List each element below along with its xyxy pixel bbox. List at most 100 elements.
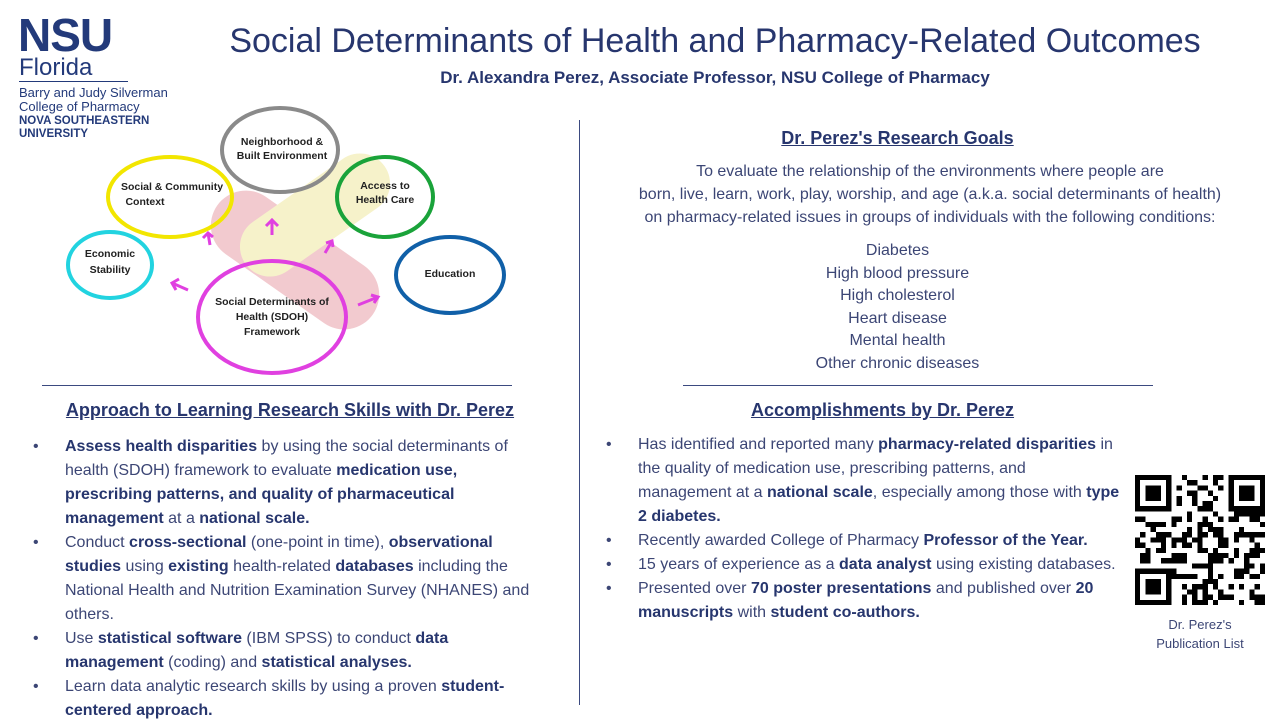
text: , especially among those with [872,484,1087,501]
approach-bullet-2: Conduct cross-sectional (one-point in ti… [33,531,533,627]
qr-module [1187,490,1193,496]
text: with [733,604,771,621]
qr-module [1259,501,1265,507]
qr-module [1181,558,1187,564]
qr-module [1166,573,1172,579]
text: by using the social determinants of heal… [65,438,508,479]
qr-module [1249,495,1255,501]
condition-item: High cholesterol [840,287,955,304]
qr-module [1249,553,1255,559]
qr-module [1254,573,1260,579]
qr-module [1181,475,1187,481]
qr-module [1239,506,1245,512]
qr-module [1197,563,1203,569]
qr-module [1239,495,1245,501]
qr-module [1218,573,1224,579]
bold-text: student co-authors. [770,604,920,621]
qr-module [1218,475,1224,481]
qr-module [1239,490,1245,496]
logo-line3: NOVA SOUTHEASTERN [19,115,150,127]
qr-module [1202,475,1208,481]
qr-module [1259,547,1265,553]
qr-module [1145,568,1151,574]
qr-module [1192,495,1198,501]
qr-module [1135,506,1141,512]
text: Learn data analytic research skills by u… [65,678,442,695]
logo-line4: UNIVERSITY [19,128,89,140]
qr-module [1249,475,1255,481]
qr-module [1218,516,1224,522]
qr-module [1228,475,1234,481]
qr-module [1150,568,1156,574]
pill-graphic [210,153,391,330]
qr-module [1135,501,1141,507]
qr-module [1259,594,1265,600]
accomplishment-bullet-2: Recently awarded College of Pharmacy Pro… [606,529,1121,553]
qr-module [1207,573,1213,579]
bold-text: statistical analyses. [261,654,412,671]
qr-module [1223,537,1229,543]
qr-module [1244,490,1250,496]
condition-item: Other chronic diseases [815,354,980,372]
qr-module [1161,542,1167,548]
sdoh-label-3: Framework [244,326,300,338]
qr-module [1228,501,1234,507]
qr-module [1228,485,1234,491]
bold-text: 20 manuscripts [638,580,1094,621]
qr-module [1244,563,1250,569]
qr-module [1181,553,1187,559]
qr-module [1207,558,1213,564]
text: Use [65,630,98,647]
text: Has identified and reported many [638,436,879,453]
bold-text: cross-sectional [129,534,247,551]
qr-code[interactable] [1135,475,1265,605]
qr-module [1223,542,1229,548]
bold-text: databases [335,558,414,575]
qr-module [1249,589,1255,595]
qr-module [1166,506,1172,512]
qr-module [1140,568,1146,574]
qr-module [1197,547,1203,553]
qr-module [1150,527,1156,533]
qr-module [1239,475,1245,481]
qr-module [1259,485,1265,491]
bold-text: national scale [766,484,873,501]
qr-module [1249,594,1255,600]
qr-module [1213,599,1219,605]
logo-divider [19,81,128,82]
qr-module [1197,542,1203,548]
qr-module [1176,573,1182,579]
qr-module [1197,584,1203,590]
qr-module [1192,490,1198,496]
qr-module [1249,511,1255,517]
qr-module [1202,563,1208,569]
qr-module [1181,599,1187,605]
qr-module [1145,547,1151,553]
qr-module [1207,594,1213,600]
qr-module [1259,599,1265,605]
qr-module [1259,480,1265,486]
qr-module [1239,573,1245,579]
qr-module [1254,547,1260,553]
text: Presented over [638,580,751,597]
qr-module [1202,599,1208,605]
qr-module [1213,475,1219,481]
qr-module [1254,475,1260,481]
right-divider [683,385,1153,386]
qr-module [1135,516,1141,522]
access-label-2: Health Care [356,194,415,206]
qr-module [1228,558,1234,564]
qr-module [1218,532,1224,538]
text: (IBM SPSS) to conduct [241,630,416,647]
qr-module [1249,506,1255,512]
qr-module [1249,532,1255,538]
qr-module [1254,511,1260,517]
qr-module [1150,521,1156,527]
qr-module [1135,480,1141,486]
qr-module [1202,594,1208,600]
qr-module [1197,599,1203,605]
qr-module [1233,553,1239,559]
qr-module [1244,506,1250,512]
qr-module [1249,563,1255,569]
